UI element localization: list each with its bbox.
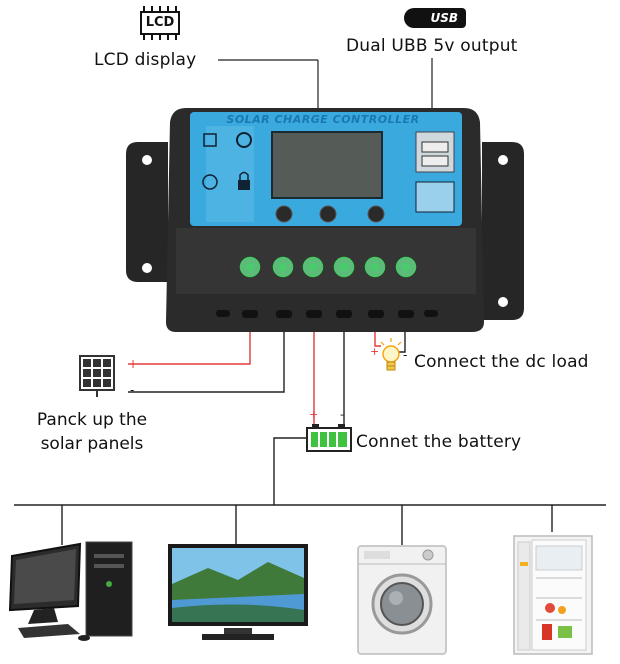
load-plus-sign: + xyxy=(370,345,380,358)
mount-hole xyxy=(142,263,152,273)
controller-button xyxy=(275,205,293,223)
load-minus-sign: - xyxy=(403,348,408,362)
battery-minus-sign: - xyxy=(340,408,345,421)
solar-label-line-1: Panck up the xyxy=(36,410,148,430)
terminal-screws xyxy=(239,256,417,278)
mount-hole xyxy=(498,155,508,165)
desktop-computer-icon xyxy=(8,541,133,641)
tv-stand xyxy=(202,634,274,640)
terminal-band xyxy=(176,228,476,294)
solar-negative-wire xyxy=(128,318,285,393)
solar-minus-sign: - xyxy=(130,383,135,397)
clock-icon xyxy=(202,174,218,190)
right-mount-ear xyxy=(482,142,524,320)
lcd-screen xyxy=(271,131,383,199)
computer-keyboard xyxy=(18,624,80,638)
menu-icon xyxy=(203,133,217,147)
computer-mouse xyxy=(78,635,90,641)
battery-icon xyxy=(306,424,352,452)
controller-button xyxy=(367,205,385,223)
solar-label-line-2: solar panels xyxy=(40,434,144,454)
usb-icon: USB xyxy=(404,8,466,28)
television-icon xyxy=(168,544,308,640)
dual-usb-label: Dual UBB 5v output xyxy=(346,36,518,56)
bulb-icon xyxy=(380,338,402,371)
left-mount-ear xyxy=(126,142,168,282)
solar-positive-wire xyxy=(128,318,251,365)
mount-hole xyxy=(142,155,152,165)
lcd-icon xyxy=(143,6,177,40)
dc-load-label: Connect the dc load xyxy=(414,352,589,372)
usb-port xyxy=(421,141,449,153)
wire-slots xyxy=(216,310,438,318)
solar-panel-icon xyxy=(79,355,115,397)
gear-icon xyxy=(236,132,252,148)
lcd-icon-text: LCD xyxy=(140,11,180,35)
controller-title: SOLAR CHARGE CONTROLLER xyxy=(226,113,420,126)
usb-port xyxy=(421,155,449,167)
status-indicator xyxy=(415,181,455,213)
fridge-freezer xyxy=(535,545,583,571)
solar-plus-sign: + xyxy=(128,357,139,371)
controller-button xyxy=(319,205,337,223)
battery-bus-link xyxy=(273,437,308,505)
mount-hole xyxy=(498,297,508,307)
solar-charge-controller xyxy=(126,108,524,332)
lcd-display-label: LCD display xyxy=(94,50,197,70)
lock-icon xyxy=(238,180,250,190)
fridge-door xyxy=(517,541,531,651)
refrigerator-icon xyxy=(513,535,593,655)
battery-plus-sign: + xyxy=(309,408,319,421)
solar-panels-label: Panck up the solar panels xyxy=(18,408,166,456)
washing-machine-icon xyxy=(357,545,447,655)
battery-label: Connet the battery xyxy=(356,432,522,452)
